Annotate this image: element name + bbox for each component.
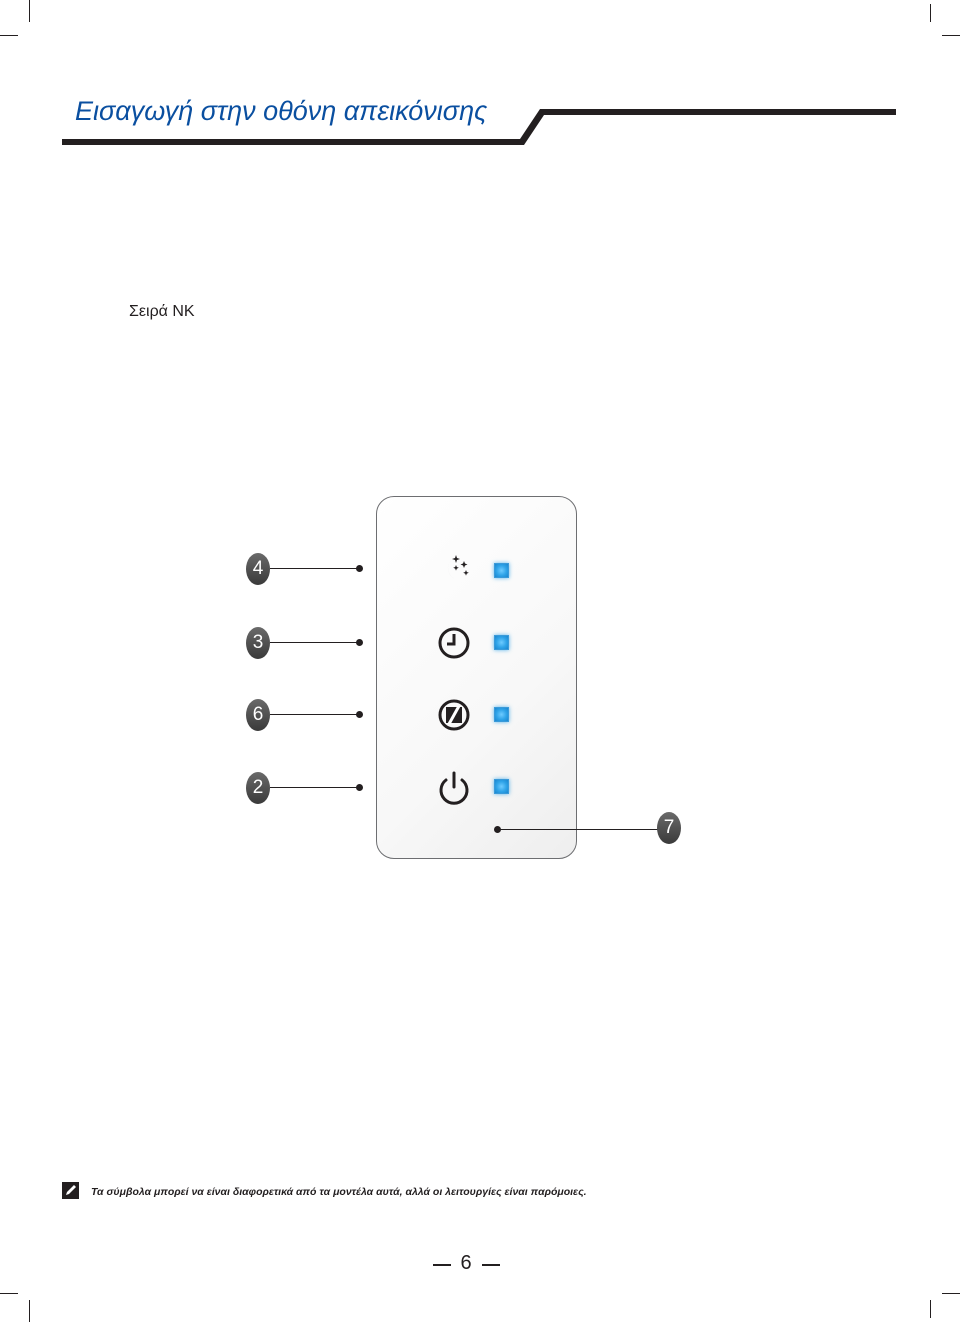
crop-mark (29, 0, 30, 22)
leader-dot (356, 784, 363, 791)
leader-dot (356, 639, 363, 646)
title-underline (62, 109, 896, 145)
timer-clock-icon (438, 627, 470, 659)
crop-mark (930, 4, 931, 22)
leader-line (500, 829, 658, 830)
callout-number: 6 (246, 699, 270, 731)
sleep-moon-stars-icon (447, 555, 469, 581)
power-indicator-led (494, 779, 509, 794)
crop-mark (29, 1300, 30, 1322)
leader-line (270, 642, 358, 643)
page-number-dash (433, 1264, 451, 1266)
page-number-dash (482, 1264, 500, 1266)
note-pen-icon (62, 1182, 79, 1199)
receiver-dot (494, 826, 501, 833)
callout-number: 2 (246, 772, 270, 804)
eco-icon (438, 699, 470, 731)
leader-line (270, 714, 358, 715)
callout-number: 4 (246, 553, 270, 585)
page-title: Εισαγωγή στην οθόνη απεικόνισης (75, 96, 488, 126)
eco-indicator-led (494, 707, 509, 722)
power-icon (439, 771, 469, 805)
crop-mark (942, 1293, 960, 1294)
callout-number: 7 (657, 812, 681, 844)
sleep-indicator-led (494, 563, 509, 578)
note-text: Τα σύμβολα μπορεί να είναι διαφορετικά α… (91, 1186, 587, 1198)
series-label: Σειρά NK (129, 303, 195, 320)
display-panel (376, 496, 577, 859)
leader-dot (356, 565, 363, 572)
leader-line (270, 568, 358, 569)
leader-dot (356, 711, 363, 718)
callout-number: 3 (246, 627, 270, 659)
timer-indicator-led (494, 635, 509, 650)
leader-line (270, 787, 358, 788)
crop-mark (0, 1293, 18, 1294)
page-number: 6 (460, 1252, 472, 1274)
crop-mark (942, 35, 960, 36)
crop-mark (930, 1300, 931, 1318)
crop-mark (0, 35, 18, 36)
